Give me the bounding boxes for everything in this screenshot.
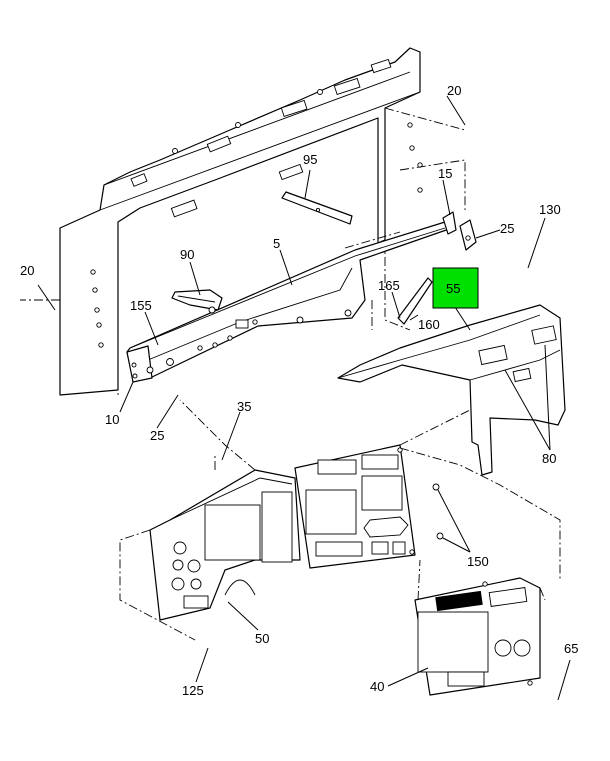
callout-130: 130	[539, 202, 561, 217]
end-bracket	[126, 345, 154, 383]
dash-shroud	[337, 304, 566, 476]
hinge-90	[171, 289, 223, 314]
callout-90: 90	[180, 247, 194, 262]
callout-25-bottom: 25	[150, 428, 164, 443]
callout-35: 35	[237, 399, 251, 414]
callout-95: 95	[303, 152, 317, 167]
callout-50: 50	[255, 631, 269, 646]
callout-40: 40	[370, 679, 384, 694]
strip-160	[397, 277, 433, 325]
callout-5: 5	[273, 236, 280, 251]
callout-25-right: 25	[500, 221, 514, 236]
callout-150: 150	[467, 554, 489, 569]
callout-160: 160	[418, 317, 440, 332]
callout-20-top: 20	[447, 83, 461, 98]
back-panel	[59, 47, 423, 396]
leader-lines	[37, 95, 571, 701]
callout-10: 10	[105, 412, 119, 427]
callout-155: 155	[130, 298, 152, 313]
bar-95	[281, 191, 353, 225]
callout-20-left: 20	[20, 263, 34, 278]
lower-panel-40	[414, 577, 541, 696]
screws-150	[432, 483, 444, 540]
center-panel-35	[294, 444, 416, 569]
callout-65: 65	[564, 641, 578, 656]
instrument-panel-50	[149, 469, 301, 621]
callout-labels: 20 20 95 15 130 25 5 90 165 160 155 10 2…	[20, 83, 578, 698]
phantom-lines-panel	[20, 107, 466, 395]
callout-125: 125	[182, 683, 204, 698]
callout-80: 80	[542, 451, 556, 466]
phantom-lines-lower	[119, 399, 561, 641]
right-bracket	[442, 211, 477, 251]
callout-55-highlight[interactable]	[432, 267, 479, 309]
callout-15: 15	[438, 166, 452, 181]
callout-165: 165	[378, 278, 400, 293]
callout-55-label[interactable]: 55	[446, 281, 460, 296]
